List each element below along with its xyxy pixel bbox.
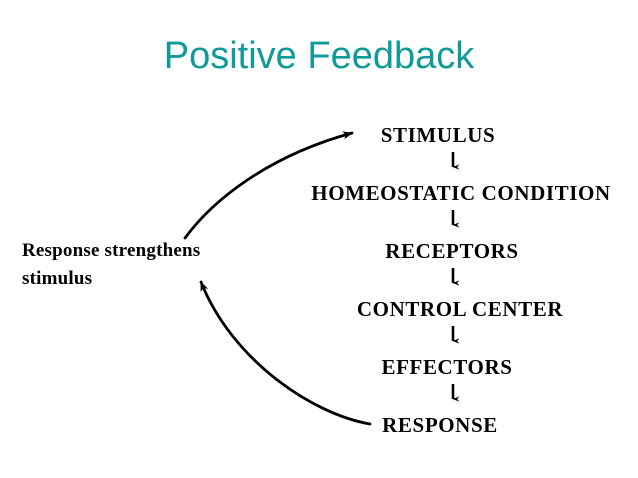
feedback-caption-line-2: stimulus: [22, 268, 93, 289]
feedback-arrow-from-response: [199, 280, 372, 426]
diagram-node-homeostatic-condition: HOMEOSTATIC CONDITION: [311, 181, 611, 205]
diagram-node-stimulus: STIMULUS: [380, 123, 496, 147]
diagram-node-receptors: RECEPTORS: [385, 239, 519, 263]
feedback-caption-line-1: Response strengthens: [22, 240, 201, 261]
diagram-node-effectors: EFFECTORS: [381, 355, 513, 379]
diagram-node-control-center: CONTROL CENTER: [356, 297, 564, 321]
diagram-node-response: RESPONSE: [382, 413, 498, 437]
page-title: Positive Feedback: [163, 35, 475, 77]
